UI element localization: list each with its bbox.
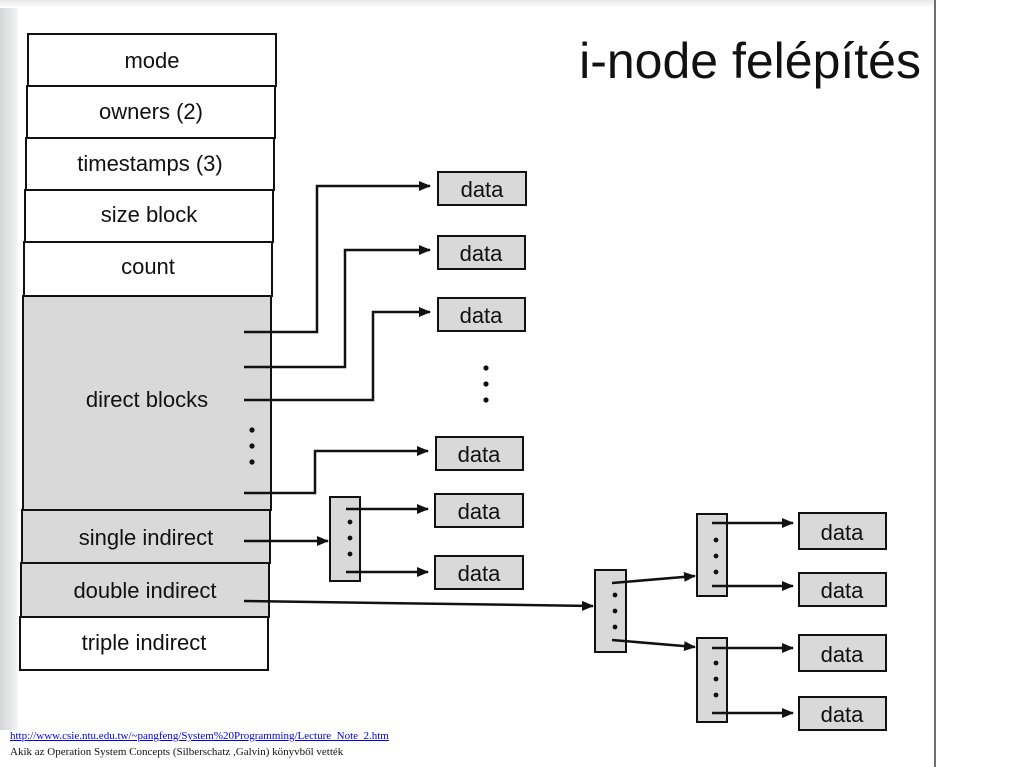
slide-title: i-node felépítés (579, 33, 921, 89)
data-label: data (458, 499, 502, 524)
data-block-single-1: data (434, 493, 524, 528)
data-block-single-2: data (434, 555, 524, 590)
field-count-cell (23, 241, 273, 297)
data-label: data (821, 642, 865, 667)
source-credit: Akik az Operation System Concepts (Silbe… (10, 746, 344, 758)
slide-right-border (934, 0, 936, 767)
double-indirect-second-block-b (696, 637, 728, 723)
source-link[interactable]: http://www.csie.ntu.edu.tw/~pangfeng/Sys… (10, 730, 389, 742)
data-label: data (458, 561, 502, 586)
direct-pointer-2 (244, 245, 431, 369)
direct-pointer-1 (244, 181, 431, 334)
scan-edge-left (0, 0, 18, 730)
data-block-direct-1: data (437, 171, 527, 206)
data-label: data (458, 442, 502, 467)
field-mode-cell (27, 33, 277, 87)
single-indirect-pointers (346, 504, 429, 577)
scan-edge-top (0, 0, 935, 8)
data-block-double-4: data (798, 696, 887, 731)
data-label: data (460, 303, 504, 328)
field-double-indirect-cell (20, 562, 270, 618)
field-direct-blocks-cell (22, 295, 272, 511)
direct-pointer-3 (244, 307, 431, 402)
data-block-double-3: data (798, 634, 887, 672)
field-size-block-cell (24, 189, 274, 243)
field-single-indirect: single indirect (79, 525, 214, 550)
direct-blocks-ellipsis (249, 427, 255, 465)
double-indirect-pointer (243, 599, 594, 611)
data-block-direct-2: data (437, 235, 526, 270)
direct-pointer-4 (244, 446, 429, 495)
field-single-indirect-cell (21, 509, 271, 564)
inode-labels: mode owners (2) timestamps (3) size bloc… (73, 48, 222, 655)
data-label: data (821, 520, 865, 545)
data-block-double-1: data (798, 512, 887, 550)
field-double-indirect: double indirect (73, 578, 216, 603)
data-label: data (460, 241, 504, 266)
field-triple-indirect: triple indirect (82, 630, 207, 655)
direct-pointers (244, 181, 431, 495)
double-indirect-second-block-a (696, 513, 728, 597)
data-label: data (821, 702, 865, 727)
data-block-direct-4: data (435, 436, 524, 471)
data-label: data (461, 177, 505, 202)
field-triple-indirect-cell (19, 616, 269, 671)
data-label: data (821, 578, 865, 603)
inode-table (19, 33, 277, 671)
field-direct-blocks: direct blocks (86, 387, 208, 412)
direct-data-ellipsis (483, 365, 489, 403)
double-indirect-level2-pointers (712, 518, 794, 718)
field-size-block: size block (101, 202, 199, 227)
double-indirect-first-block (594, 569, 627, 653)
data-block-double-2: data (798, 572, 887, 607)
single-indirect-block (329, 496, 361, 582)
double-indirect-level1-pointers (611, 571, 696, 652)
field-count: count (121, 254, 175, 279)
data-block-direct-3: data (437, 297, 526, 332)
field-timestamps: timestamps (3) (77, 151, 222, 176)
field-owners: owners (2) (99, 99, 203, 124)
field-mode: mode (124, 48, 179, 73)
